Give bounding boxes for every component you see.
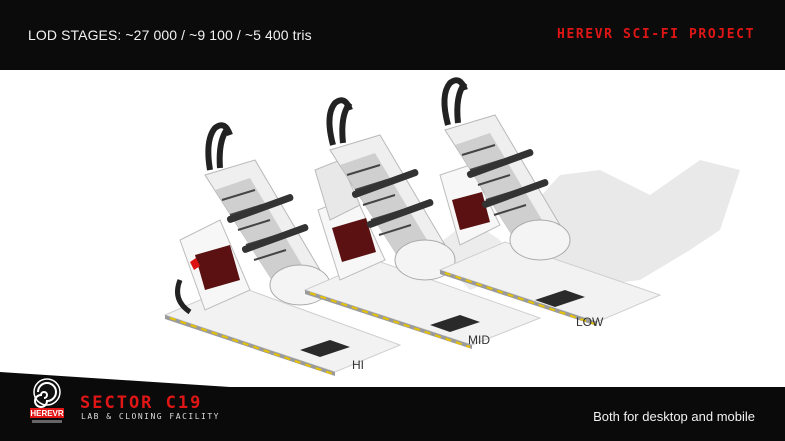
top-bar: LOD STAGES: ~27 000 / ~9 100 / ~5 400 tr… (0, 0, 785, 70)
platform-note: Both for desktop and mobile (593, 409, 755, 424)
logo-text: HEREVR (30, 409, 64, 418)
label-low: LOW (576, 315, 604, 329)
footer-bar (0, 387, 785, 441)
sector-title: SECTOR C19 (80, 393, 203, 413)
render-area: HI MID LOW (0, 70, 785, 387)
label-mid: MID (468, 333, 490, 347)
herevr-logo-icon: HEREVR (30, 378, 64, 423)
lod-stages-text: LOD STAGES: ~27 000 / ~9 100 / ~5 400 tr… (28, 27, 312, 43)
shadow-low (510, 160, 740, 290)
pod-low (438, 77, 662, 326)
project-title: HEREVR SCI-FI PROJECT (557, 27, 755, 42)
facility-subtitle: LAB & CLONING FACILITY (81, 412, 220, 421)
pod-render-illustration (163, 77, 740, 376)
pod-hi (163, 122, 402, 376)
label-hi: HI (352, 358, 364, 372)
